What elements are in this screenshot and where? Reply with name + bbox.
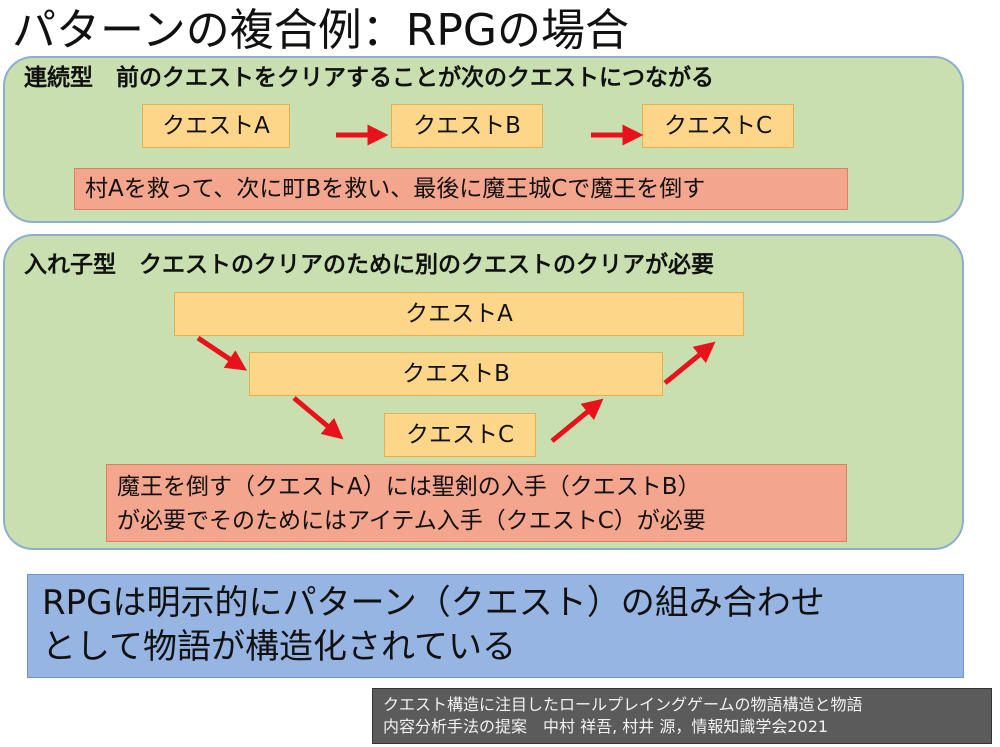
nested-quest-a: クエストA [174, 292, 744, 336]
nested-quest-c: クエストC [384, 413, 536, 457]
nested-arrow-c-to-b [550, 398, 604, 443]
summary-line-2: として物語が構造化されている [42, 627, 516, 667]
sequential-example: 村Aを救って、次に町Bを救い、最後に魔王城Cで魔王を倒す [74, 168, 848, 210]
sequential-quest-b: クエストB [391, 104, 543, 148]
summary-line-1: RPGは明示的にパターン（クエスト）の組み合わせ [42, 583, 825, 623]
nested-example-line-2: が必要でそのためにはアイテム入手（クエストC）が必要 [117, 508, 706, 534]
nested-example: 魔王を倒す（クエストA）には聖剣の入手（クエストB） が必要でそのためにはアイテ… [106, 464, 847, 542]
nested-arrow-a-to-b [196, 335, 247, 371]
sequential-heading: 連続型 前のクエストをクリアすることが次のクエストにつながる [24, 65, 714, 91]
slide-title: パターンの複合例：RPGの場合 [12, 5, 630, 56]
citation-line-1: クエスト構造に注目したロールプレイングゲームの物語構造と物語 [383, 695, 863, 714]
nested-quest-b: クエストB [249, 352, 663, 396]
summary-box: RPGは明示的にパターン（クエスト）の組み合わせ として物語が構造化されている [27, 574, 964, 678]
sequential-quest-c: クエストC [642, 104, 794, 148]
nested-arrow-b-to-c [292, 396, 344, 440]
nested-example-line-1: 魔王を倒す（クエストA）には聖剣の入手（クエストB） [117, 474, 701, 500]
nested-arrow-b-to-a [663, 341, 716, 385]
sequential-quest-a: クエストA [142, 104, 290, 148]
citation-line-2: 内容分析手法の提案 中村 祥吾, 村井 源，情報知識学会2021 [383, 717, 829, 736]
nested-heading: 入れ子型 クエストのクリアのために別のクエストのクリアが必要 [24, 252, 714, 278]
citation-box: クエスト構造に注目したロールプレイングゲームの物語構造と物語 内容分析手法の提案… [372, 688, 992, 744]
